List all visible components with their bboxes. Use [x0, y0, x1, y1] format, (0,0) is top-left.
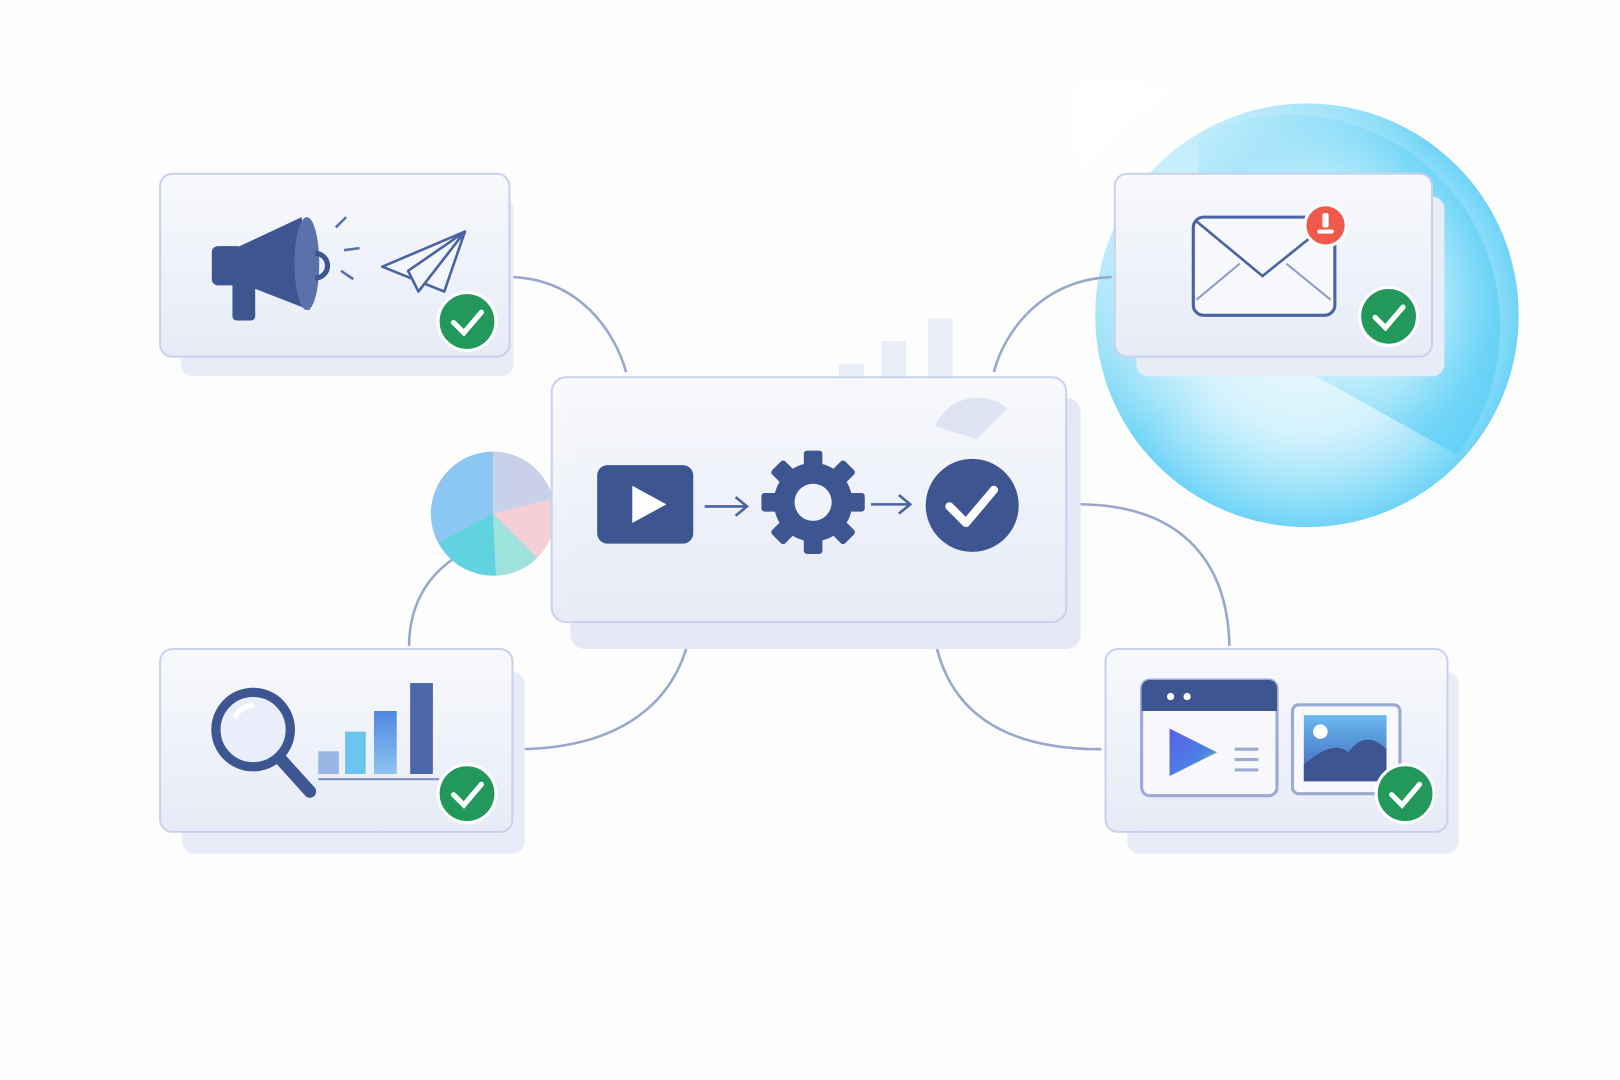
paper-plane-icon	[380, 230, 467, 293]
card-analytics[interactable]	[159, 647, 525, 854]
gear-icon	[761, 450, 865, 554]
card-media[interactable]	[1104, 647, 1459, 854]
envelope-icon	[1191, 215, 1337, 317]
faint-pie	[935, 397, 1008, 440]
magnifier-icon	[211, 687, 317, 798]
card-marketing[interactable]	[159, 172, 514, 377]
arrow-right-icon	[704, 496, 750, 517]
connector-analytics-top	[407, 557, 456, 646]
check-badge-icon	[436, 291, 498, 352]
check-badge-icon	[1374, 763, 1436, 825]
card-workflow-hub[interactable]	[550, 376, 1081, 649]
notification-badge-icon	[1303, 203, 1348, 248]
image-icon	[1290, 703, 1402, 796]
arrow-right-icon	[870, 494, 913, 515]
megaphone-icon	[211, 216, 360, 321]
connectors	[407, 275, 1231, 751]
check-badge-icon	[1358, 285, 1420, 347]
faint-bar-chart	[838, 318, 953, 385]
bar-chart-icon	[318, 683, 440, 781]
connector-media-top	[1068, 503, 1231, 646]
card-email[interactable]	[1113, 172, 1445, 377]
check-circle-icon	[925, 458, 1019, 552]
connector-analytics	[514, 619, 694, 751]
video-window-icon	[1140, 678, 1279, 798]
check-badge-icon	[436, 763, 498, 825]
play-icon	[597, 465, 694, 544]
connector-marketing	[511, 275, 628, 373]
connector-email	[992, 275, 1112, 373]
pie-chart	[430, 451, 555, 576]
connector-media	[930, 619, 1102, 751]
